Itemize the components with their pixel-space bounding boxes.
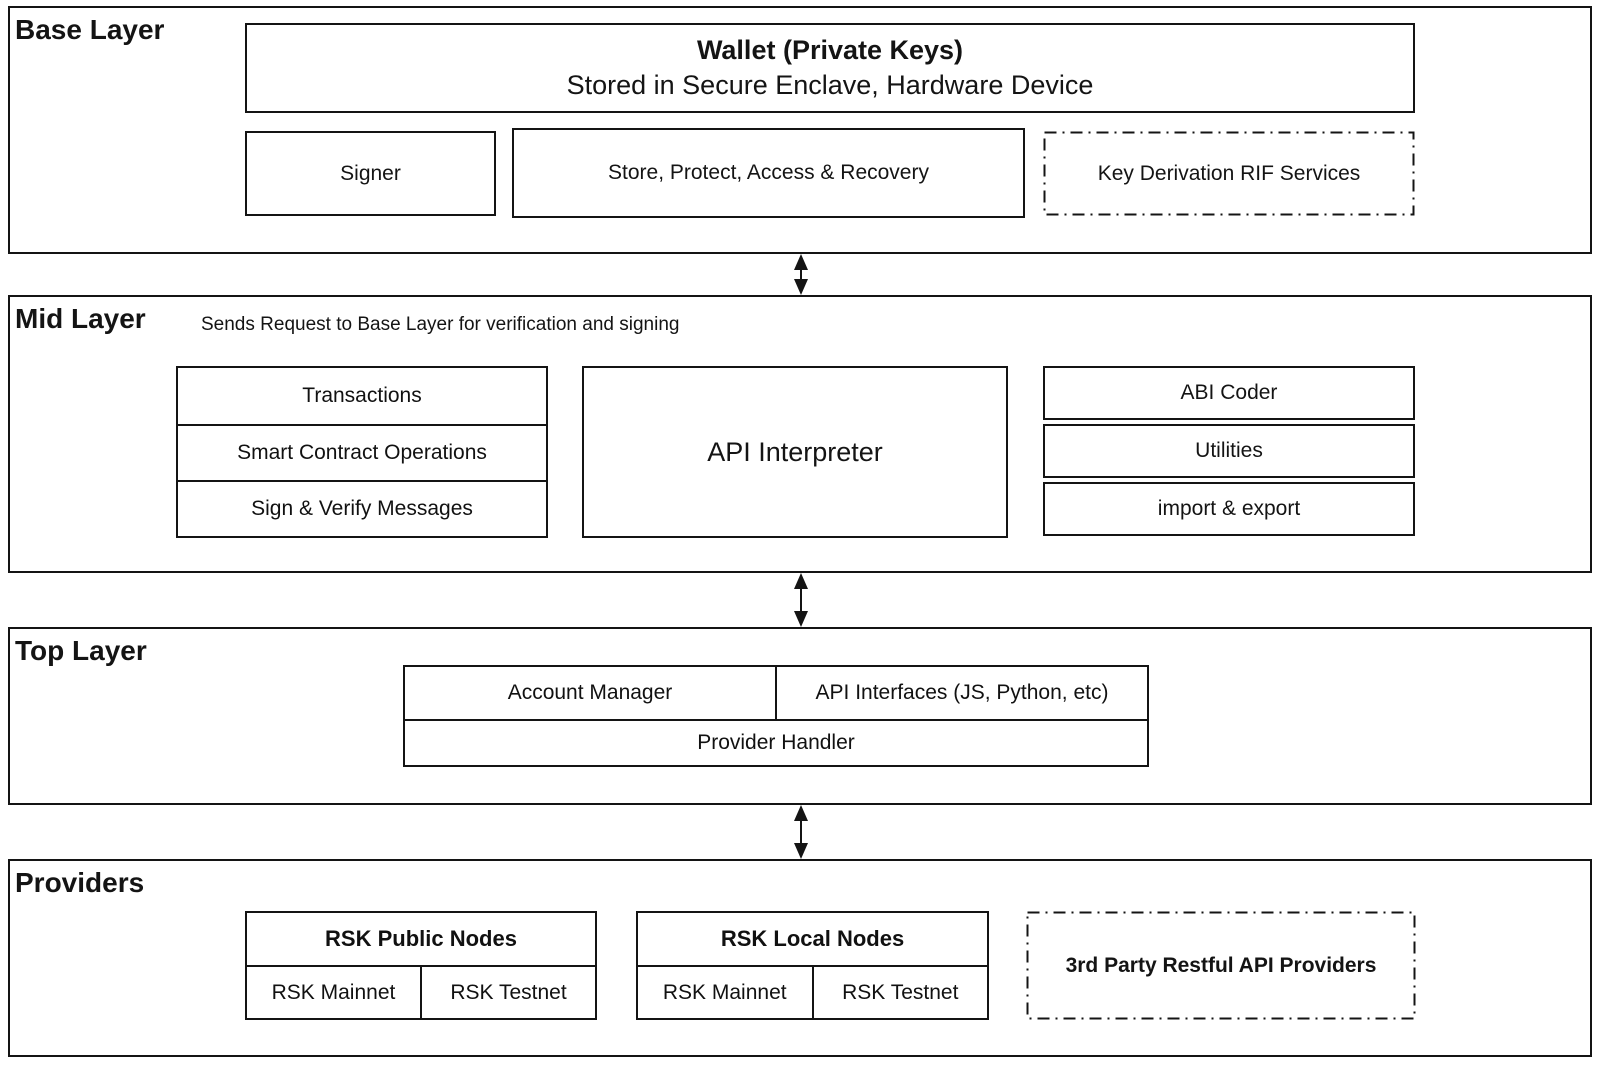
signer-box: Signer bbox=[245, 131, 496, 216]
local-mainnet-cell: RSK Mainnet bbox=[636, 967, 814, 1020]
smart-contract-operations-box: Smart Contract Operations bbox=[178, 424, 546, 480]
rsk-public-nodes-title: RSK Public Nodes bbox=[245, 911, 597, 967]
store-protect-box: Store, Protect, Access & Recovery bbox=[512, 128, 1025, 218]
public-mainnet-cell: RSK Mainnet bbox=[245, 967, 422, 1020]
utilities-box: Utilities bbox=[1043, 424, 1415, 478]
bidirectional-arrow-top-providers bbox=[794, 805, 808, 859]
import-export-label: import & export bbox=[1157, 497, 1301, 520]
signer-label: Signer bbox=[340, 161, 401, 185]
wallet-subtitle: Stored in Secure Enclave, Hardware Devic… bbox=[566, 70, 1094, 100]
import-export-box: import & export bbox=[1043, 482, 1415, 536]
top-layer-table: Account Manager API Interfaces (JS, Pyth… bbox=[403, 665, 1149, 767]
api-interfaces-box: API Interfaces (JS, Python, etc) bbox=[777, 665, 1149, 721]
key-derivation-box: Key Derivation RIF Services bbox=[1043, 131, 1415, 216]
dashdot-border bbox=[1026, 911, 1416, 1020]
rsk-local-nodes-title: RSK Local Nodes bbox=[636, 911, 989, 967]
transactions-box: Transactions bbox=[302, 384, 422, 407]
public-testnet-cell: RSK Testnet bbox=[422, 967, 597, 1020]
account-manager-label: Account Manager bbox=[507, 681, 673, 704]
abi-coder-box: ABI Coder bbox=[1043, 366, 1415, 420]
account-manager-box: Account Manager bbox=[403, 665, 777, 721]
dashdot-border bbox=[1043, 131, 1415, 216]
api-interpreter-label: API Interpreter bbox=[707, 436, 883, 467]
utilities-label: Utilities bbox=[1195, 439, 1263, 462]
third-party-label: 3rd Party Restful API Providers bbox=[1065, 953, 1377, 977]
abi-coder-label: ABI Coder bbox=[1180, 381, 1278, 404]
third-party-box: 3rd Party Restful API Providers bbox=[1026, 911, 1416, 1020]
top-layer-label: Top Layer bbox=[15, 635, 147, 666]
base-layer-label: Base Layer bbox=[15, 14, 165, 45]
rsk-public-nodes-table: RSK Public Nodes RSK Mainnet RSK Testnet bbox=[245, 911, 597, 1020]
provider-handler-label: Provider Handler bbox=[697, 731, 855, 754]
api-interfaces-label: API Interfaces (JS, Python, etc) bbox=[815, 681, 1109, 704]
mid-left-stack: Transactions Smart Contract Operations S… bbox=[176, 366, 548, 538]
wallet-title: Wallet (Private Keys) bbox=[696, 35, 964, 65]
rsk-local-nodes-table: RSK Local Nodes RSK Mainnet RSK Testnet bbox=[636, 911, 989, 1020]
wallet-box: Wallet (Private Keys) Stored in Secure E… bbox=[245, 23, 1415, 113]
providers-label: Providers bbox=[15, 867, 145, 898]
sign-verify-messages-box: Sign & Verify Messages bbox=[178, 480, 546, 536]
bidirectional-arrow-base-mid bbox=[794, 254, 808, 295]
mid-layer-caption: Sends Request to Base Layer for verifica… bbox=[201, 314, 680, 335]
provider-handler-box: Provider Handler bbox=[403, 721, 1149, 767]
mid-layer-label: Mid Layer bbox=[15, 303, 146, 334]
api-interpreter-box: API Interpreter bbox=[582, 366, 1008, 538]
store-protect-label: Store, Protect, Access & Recovery bbox=[608, 161, 929, 184]
key-derivation-label: Key Derivation RIF Services bbox=[1097, 161, 1361, 185]
bidirectional-arrow-mid-top bbox=[794, 573, 808, 627]
local-testnet-cell: RSK Testnet bbox=[813, 967, 989, 1020]
